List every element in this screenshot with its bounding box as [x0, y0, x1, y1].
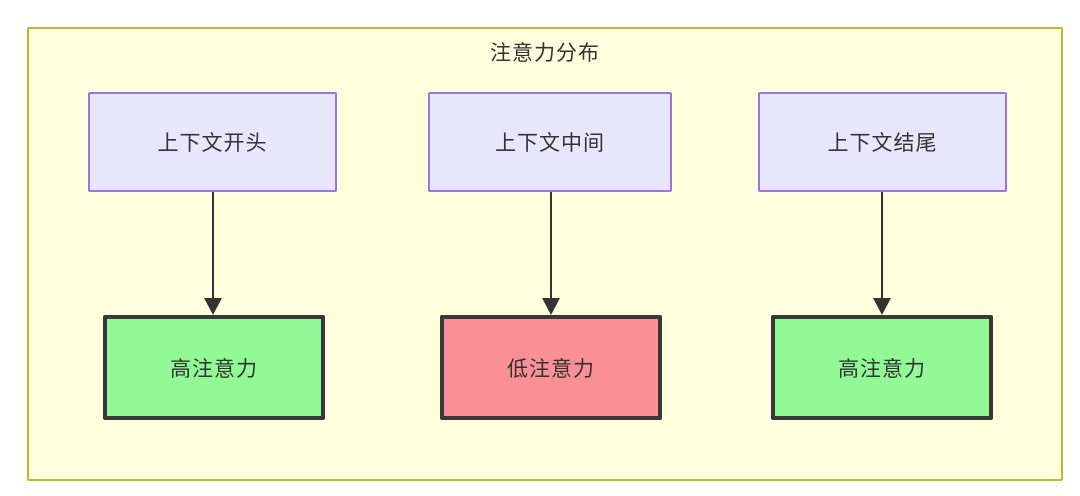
node-attention-start[interactable]: 高注意力	[103, 315, 325, 420]
cluster-title: 注意力分布	[490, 42, 600, 65]
node-context-middle[interactable]: 上下文中间	[428, 92, 672, 192]
node-attention-end-label: 高注意力	[838, 357, 926, 381]
node-context-end[interactable]: 上下文结尾	[758, 92, 1007, 192]
node-context-middle-label: 上下文中间	[495, 132, 605, 155]
node-attention-start-label: 高注意力	[170, 357, 258, 381]
node-attention-middle-label: 低注意力	[507, 357, 595, 381]
node-attention-end[interactable]: 高注意力	[771, 315, 993, 420]
node-context-start[interactable]: 上下文开头	[88, 92, 337, 192]
node-attention-middle[interactable]: 低注意力	[440, 315, 662, 420]
node-context-start-label: 上下文开头	[157, 132, 268, 155]
node-context-end-label: 上下文结尾	[827, 132, 938, 155]
